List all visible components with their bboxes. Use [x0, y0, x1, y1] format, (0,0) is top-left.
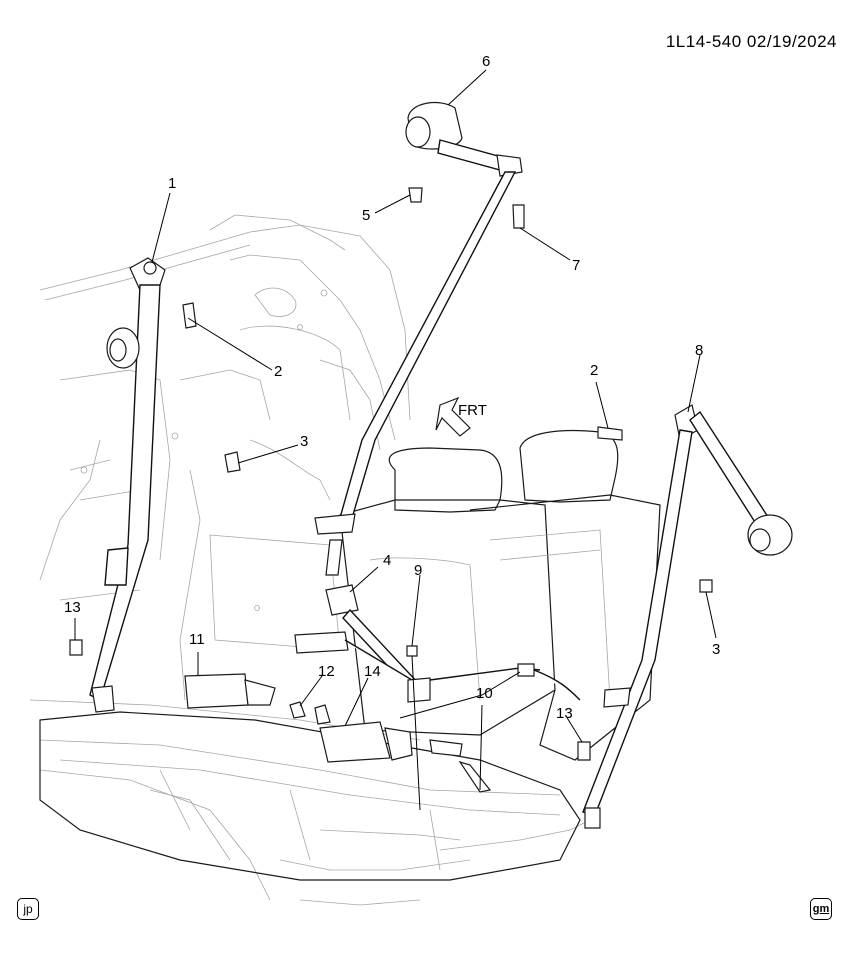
- document-id: 1L14-540 02/19/2024: [665, 32, 837, 51]
- callout-2-right: 2: [590, 362, 598, 379]
- gm-logo-icon: gm: [810, 898, 832, 920]
- callout-10: 10: [476, 685, 493, 702]
- callout-4: 4: [383, 552, 391, 569]
- callout-3-left: 3: [300, 433, 308, 450]
- callout-leaders: [74, 69, 717, 791]
- callout-13-right: 13: [556, 705, 573, 722]
- callout-9: 9: [414, 562, 422, 579]
- callout-6: 6: [482, 53, 490, 70]
- right-seat-belt: [577, 404, 793, 829]
- callout-labels: 1 2 3 4 5 6 7 8 2 3 9 10 11 12 13 13 14: [64, 53, 720, 722]
- rear-seat-assembly: [39, 429, 661, 881]
- callout-5: 5: [362, 207, 370, 224]
- center-buckles: [184, 584, 581, 811]
- callout-2-left: 2: [274, 363, 282, 380]
- callout-11: 11: [189, 631, 205, 648]
- callout-1: 1: [168, 175, 176, 192]
- callout-8: 8: [695, 342, 703, 359]
- callout-13-left: 13: [64, 599, 81, 616]
- front-direction-indicator: FRT: [435, 396, 487, 437]
- callout-14: 14: [364, 663, 381, 680]
- callout-12: 12: [318, 663, 335, 680]
- center-belt-retractor: [314, 101, 525, 576]
- callout-3-right: 3: [712, 641, 720, 658]
- left-seat-belt: [69, 257, 241, 713]
- direction-label: FRT: [458, 402, 487, 419]
- jp-badge-icon: jp: [17, 898, 39, 920]
- callout-7: 7: [572, 257, 580, 274]
